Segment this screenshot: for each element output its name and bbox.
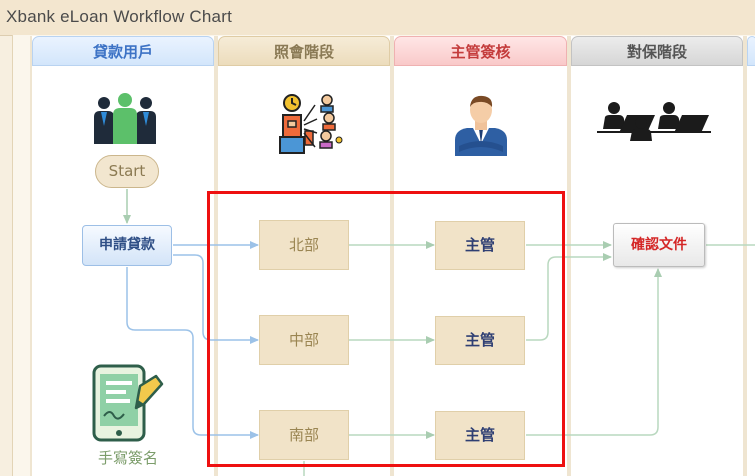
start-node[interactable]: Start	[95, 155, 159, 188]
meeting-icon	[597, 102, 711, 141]
handwritten-signature-label: 手寫簽名	[97, 449, 158, 467]
apply-loan-node[interactable]: 申請貸款	[82, 225, 172, 266]
lane-header-applicant: 貸款用戶	[32, 36, 214, 66]
connector-mgr-south-confirm	[526, 268, 662, 436]
manager-central-node[interactable]: 主管	[435, 316, 525, 365]
manager-north-node[interactable]: 主管	[435, 221, 525, 270]
lane-next-partial	[745, 36, 755, 476]
group-users-icon	[94, 93, 156, 144]
south-region-node[interactable]: 南部	[259, 410, 349, 460]
connector-apply-south	[126, 267, 259, 439]
lane-header-inquiry: 照會階段	[218, 36, 390, 66]
confirm-documents-node[interactable]: 確認文件	[613, 223, 705, 267]
connector-mgr-central-confirm	[526, 253, 612, 341]
mobile-signature-icon	[92, 364, 164, 442]
manager-south-node[interactable]: 主管	[435, 411, 525, 460]
lane-header-supervisor: 主管簽核	[394, 36, 567, 66]
manager-icon	[455, 95, 507, 156]
highlight-box	[207, 191, 565, 467]
lane-header-verification: 對保階段	[571, 36, 743, 66]
north-region-node[interactable]: 北部	[259, 220, 349, 270]
lane-header-next-partial	[747, 36, 755, 66]
central-region-node[interactable]: 中部	[259, 315, 349, 365]
window-title: Xbank eLoan Workflow Chart	[6, 7, 233, 26]
workflow-people-icon	[279, 94, 343, 154]
